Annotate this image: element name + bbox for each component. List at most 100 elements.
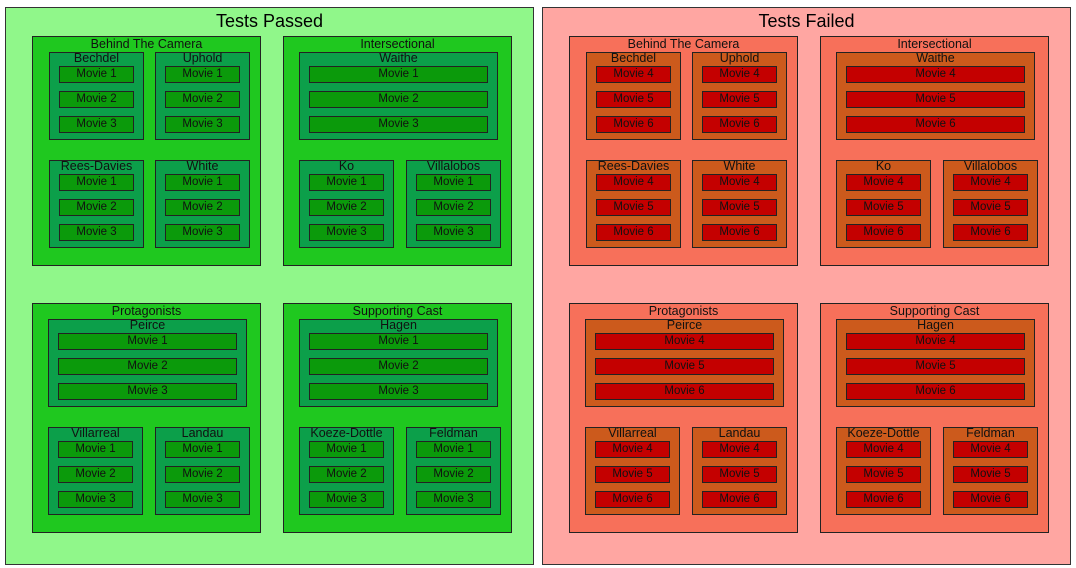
category-title: Intersectional — [897, 37, 972, 51]
test-title: Ko — [875, 159, 892, 173]
test-title: Ko — [338, 159, 355, 173]
panel-title: Tests Passed — [215, 11, 324, 31]
movie-item: Movie 3 — [165, 491, 240, 508]
category-title: Behind The Camera — [627, 37, 740, 51]
category-title: Supporting Cast — [352, 304, 443, 318]
movie-item: Movie 5 — [596, 199, 671, 216]
test-title: Villarreal — [608, 426, 657, 440]
movie-item: Movie 4 — [953, 441, 1028, 458]
test-title: Uphold — [182, 51, 223, 65]
movie-item: Movie 1 — [165, 66, 240, 83]
movie-item: Movie 5 — [702, 91, 777, 108]
category-title: Intersectional — [360, 37, 435, 51]
movie-item: Movie 3 — [309, 383, 488, 400]
movie-item: Movie 5 — [702, 199, 777, 216]
category-title: Supporting Cast — [889, 304, 980, 318]
test-title: Feldman — [966, 426, 1015, 440]
movie-item: Movie 1 — [416, 174, 491, 191]
movie-item: Movie 5 — [846, 466, 921, 483]
movie-item: Movie 3 — [165, 224, 240, 241]
category-title: Behind The Camera — [90, 37, 203, 51]
movie-item: Movie 2 — [416, 466, 491, 483]
test-title: White — [723, 159, 756, 173]
movie-item: Movie 1 — [165, 441, 240, 458]
movie-item: Movie 4 — [953, 174, 1028, 191]
test-title: Villalobos — [963, 159, 1018, 173]
test-title: Rees-Davies — [597, 159, 670, 173]
movie-item: Movie 4 — [596, 174, 671, 191]
movie-item: Movie 2 — [309, 466, 384, 483]
test-title: Bechdel — [610, 51, 657, 65]
movie-item: Movie 2 — [416, 199, 491, 216]
movie-item: Movie 3 — [58, 491, 133, 508]
movie-item: Movie 4 — [596, 66, 671, 83]
movie-item: Movie 2 — [309, 358, 488, 375]
movie-item: Movie 1 — [59, 66, 134, 83]
movie-item: Movie 1 — [59, 174, 134, 191]
test-title: Hagen — [380, 318, 417, 332]
movie-item: Movie 2 — [58, 466, 133, 483]
test-title: Waithe — [379, 51, 418, 65]
movie-item: Movie 5 — [596, 91, 671, 108]
movie-item: Movie 1 — [58, 441, 133, 458]
test-title: Peirce — [666, 318, 703, 332]
movie-item: Movie 6 — [702, 491, 777, 508]
movie-item: Movie 3 — [309, 224, 384, 241]
movie-item: Movie 1 — [309, 333, 488, 350]
movie-item: Movie 3 — [416, 224, 491, 241]
movie-item: Movie 6 — [953, 491, 1028, 508]
movie-item: Movie 6 — [702, 116, 777, 133]
movie-item: Movie 3 — [165, 116, 240, 133]
movie-item: Movie 5 — [702, 466, 777, 483]
movie-item: Movie 6 — [953, 224, 1028, 241]
movie-item: Movie 6 — [702, 224, 777, 241]
movie-item: Movie 2 — [58, 358, 237, 375]
movie-item: Movie 6 — [846, 491, 921, 508]
test-title: Hagen — [917, 318, 954, 332]
movie-item: Movie 2 — [309, 91, 488, 108]
movie-item: Movie 3 — [309, 491, 384, 508]
movie-item: Movie 2 — [309, 199, 384, 216]
movie-item: Movie 5 — [846, 358, 1025, 375]
movie-item: Movie 6 — [595, 491, 670, 508]
test-title: Uphold — [719, 51, 760, 65]
test-title: Landau — [181, 426, 224, 440]
movie-item: Movie 4 — [846, 66, 1025, 83]
test-title: Koeze-Dottle — [847, 426, 920, 440]
movie-item: Movie 2 — [59, 199, 134, 216]
movie-item: Movie 5 — [595, 466, 670, 483]
movie-item: Movie 3 — [59, 116, 134, 133]
movie-item: Movie 5 — [595, 358, 774, 375]
movie-item: Movie 6 — [846, 116, 1025, 133]
movie-item: Movie 5 — [846, 199, 921, 216]
movie-item: Movie 1 — [165, 174, 240, 191]
movie-item: Movie 4 — [702, 66, 777, 83]
movie-item: Movie 1 — [58, 333, 237, 350]
test-title: Villalobos — [426, 159, 481, 173]
test-title: Waithe — [916, 51, 955, 65]
movie-item: Movie 2 — [59, 91, 134, 108]
